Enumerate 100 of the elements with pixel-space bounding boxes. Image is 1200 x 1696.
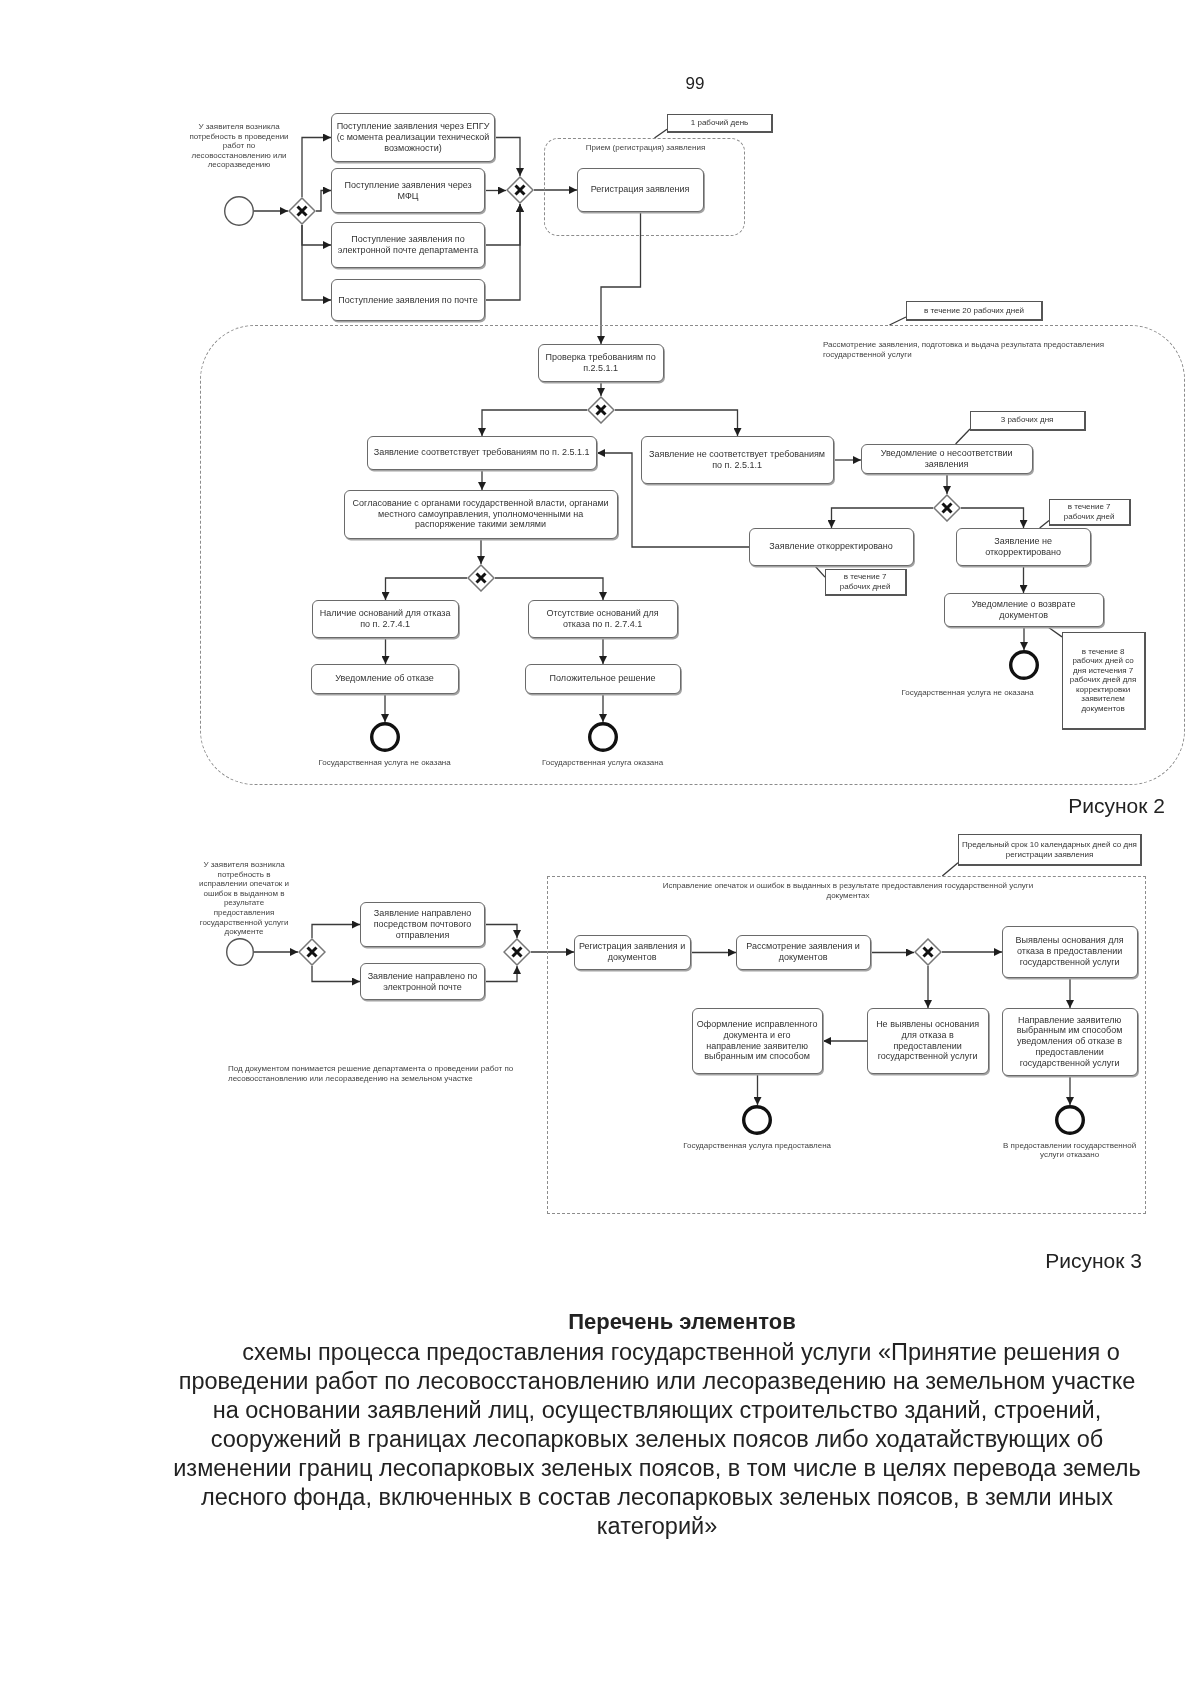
task-box: [576, 167, 704, 212]
gateway-diamond: [503, 938, 531, 966]
flow-arrow: [1066, 1075, 1074, 1106]
annotation-box: [824, 568, 907, 596]
task-label: Направление заявителю выбранным им способом уведомления об отказе в предоставлении государственной услуги: [1015, 1014, 1124, 1069]
flow-arrow: [943, 473, 951, 495]
task-label: Регистрация заявления и документов: [578, 941, 686, 963]
flow-arrow: [597, 381, 605, 397]
flow-arrow: [381, 577, 468, 601]
annotation-text: 1 рабочий день: [690, 118, 749, 128]
leader-line: [888, 316, 907, 326]
start-event-circle: [224, 196, 254, 226]
annotation-text: в течение 7 рабочих дней: [1062, 502, 1116, 522]
task-label: Оформление исправленного документа и его направление заявителю выбранным им способом: [696, 1019, 818, 1063]
task-box: [573, 934, 691, 970]
flow-arrow: [599, 693, 607, 723]
annotation-box: [969, 410, 1086, 431]
annotation-box: [1048, 498, 1131, 526]
flow-arrow: [596, 449, 750, 548]
task-box: [311, 599, 459, 638]
task-box: [331, 113, 495, 162]
end-event-circle: [587, 721, 618, 752]
start-event-circle: [226, 938, 254, 966]
flow-arrow: [614, 409, 742, 437]
task-label: Поступление заявления через МФЦ: [343, 179, 473, 202]
dashed-group-frame: [547, 876, 1146, 1214]
task-box: [310, 663, 459, 694]
event-label: В предоставлении государственной услуги отказано: [1002, 1140, 1138, 1160]
flow-arrow: [381, 637, 390, 665]
task-label: Проверка требованиям по п.2.5.1.1: [544, 351, 657, 374]
flow-arrow: [477, 538, 485, 565]
annotation-text: в течение 20 рабочих дней: [923, 305, 1025, 316]
leader-line: [941, 862, 959, 877]
gateway-diamond: [932, 493, 961, 522]
task-box: [331, 279, 485, 321]
task-label: Заявление соответствует требованиям по п. 2.5.1.1: [373, 447, 590, 458]
flow-arrow: [753, 1073, 762, 1106]
annotation-box: [958, 834, 1142, 866]
task-label: Рассмотрение заявления и документов: [745, 941, 861, 963]
gateway-diamond: [288, 197, 316, 225]
task-box: [527, 599, 678, 638]
flow-arrow: [1066, 977, 1074, 1009]
task-box: [735, 934, 871, 970]
paragraph-text: схемы процесса предоставления государственной услуги «Принятие решения о проведении работ по лесовосстановлению или лесоразведению на земельном участке на основании заявлений лиц, осуществляющих строительство зданий, строений, сооружений в границах лесопарковых зеленых поясов либо ходатайствующих об изменении границ лесопарковых зеленых поясов, в том числе в целях перевода земель лесного фонда, включенных в состав лесопарковых зеленых поясов, в земли иных категорий»: [172, 1338, 1142, 1541]
figure-caption: Рисунок 2: [1067, 794, 1165, 818]
task-label: Согласование с органами государственной власти, органами местного самоуправления, уполномоченными на распоряжение такими землями: [351, 497, 610, 531]
leader-line: [954, 428, 971, 445]
event-label: У заявителя возникла потребность в исправлении опечаток и ошибок в выданном в результате предоставления государственной услуги документе: [198, 860, 290, 937]
dashed-group-frame: [200, 325, 1185, 785]
flow-arrow: [924, 965, 932, 1009]
flow-arrow: [484, 965, 521, 983]
task-label: Поступление заявления через ЕПГУ (с момента реализации технической возможности): [336, 121, 490, 154]
flow-arrow: [599, 637, 607, 665]
task-box: [331, 222, 485, 268]
flow-arrow: [1020, 626, 1028, 651]
task-label: Заявление не соответствует требованиям по п. 2.5.1.1: [648, 448, 827, 471]
group-title: Прием (регистрация) заявления: [584, 143, 707, 153]
end-event-circle: [369, 721, 400, 752]
task-box: [537, 343, 664, 382]
flow-arrow: [833, 456, 862, 464]
section-heading: Перечень элементов: [567, 1309, 797, 1335]
task-label: Положительное решение: [549, 673, 656, 684]
task-label: Заявление откорректировано: [769, 541, 893, 552]
task-label: Отсутствие оснований для отказа по п. 2.7.4.1: [545, 607, 660, 630]
task-box: [343, 489, 618, 539]
flow-arrow: [484, 923, 521, 939]
flow-arrow: [597, 211, 642, 345]
gateway-diamond: [586, 395, 615, 424]
task-box: [640, 435, 834, 484]
task-label: Уведомление о несоответствии заявления: [879, 447, 1014, 470]
flow-arrow: [253, 948, 299, 956]
flow-arrow: [253, 207, 289, 215]
task-label: Уведомление о возврате документов: [970, 598, 1077, 621]
task-label: Поступление заявления по электронной почте департамента: [336, 234, 480, 256]
annotation-box: [1061, 631, 1146, 730]
task-box: [955, 527, 1091, 566]
flow-arrow: [494, 136, 524, 177]
annotation-text: Предельный срок 10 календарных дней со дня регистрации заявления: [962, 839, 1137, 860]
task-label: Заявление не откорректировано: [984, 535, 1062, 558]
flow-arrow: [484, 203, 524, 301]
event-label: Государственная услуга не оказана: [900, 687, 1035, 698]
flow-arrow: [494, 577, 607, 601]
flow-arrow: [311, 920, 361, 939]
gateway-diamond: [913, 937, 942, 966]
flow-arrow: [1019, 565, 1028, 594]
annotation-text: в течение 8 рабочих дней со дня истечения 7 рабочих дней для корректировки заявителем документов: [1068, 646, 1138, 714]
flow-arrow: [827, 507, 934, 529]
flow-arrow: [941, 948, 1003, 956]
figure-caption: Рисунок 3: [1044, 1249, 1142, 1273]
task-box: [360, 902, 485, 947]
task-box: [331, 168, 485, 213]
annotation-text: 3 рабочих дня: [1000, 415, 1054, 425]
annotation-box: [667, 114, 773, 133]
flow-arrow: [478, 409, 588, 437]
group-title: Рассмотрение заявления, подготовка и выдача результата предоставления государственной услуги: [823, 340, 1106, 360]
gateway-diamond: [466, 563, 495, 592]
task-box: [360, 963, 485, 1000]
end-event-circle: [1054, 1104, 1085, 1135]
task-label: Заявление направлено посредством почтового отправления: [372, 908, 473, 941]
task-box: [866, 1007, 989, 1074]
